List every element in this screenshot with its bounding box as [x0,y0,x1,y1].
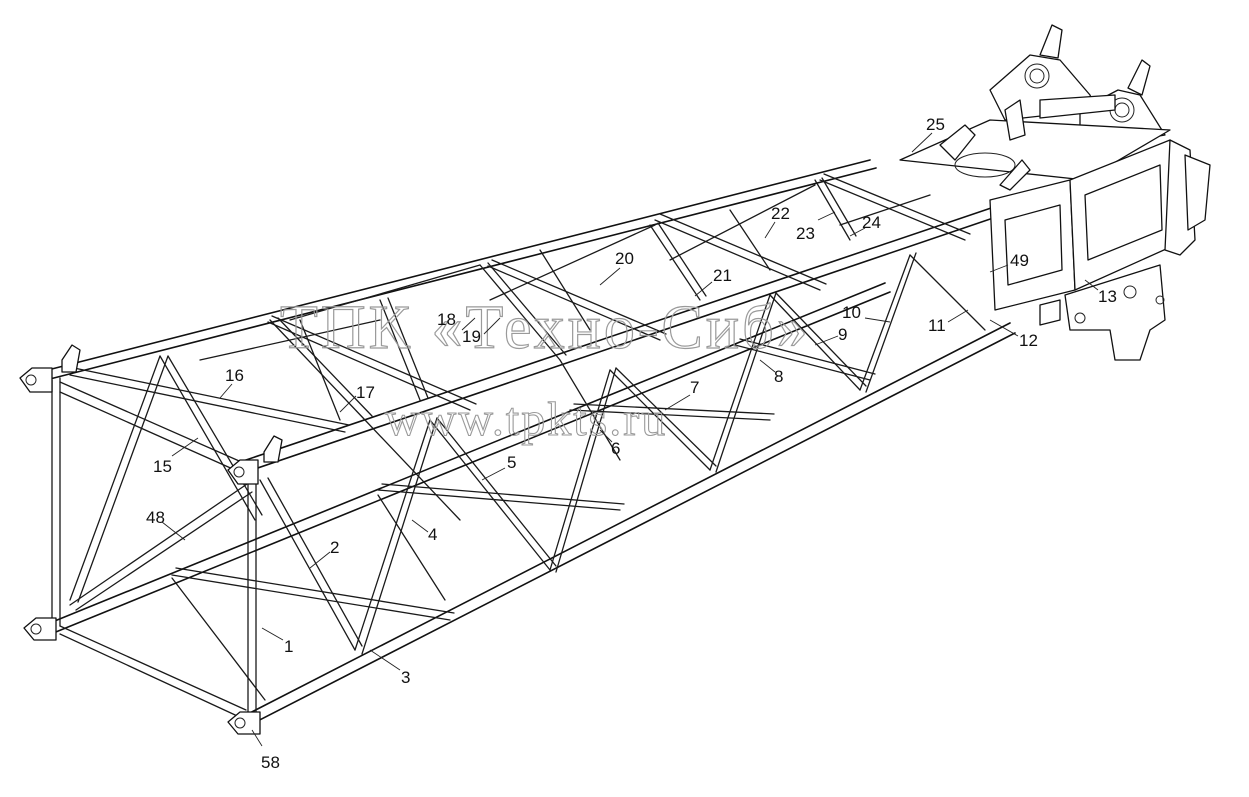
end-frame [51,377,257,721]
callout-2: 2 [330,538,339,557]
lug-bottom-front [227,711,261,735]
lug-top-front [227,435,283,485]
lug-bottom-back [23,617,57,641]
bottom-face-crossmembers [171,338,876,701]
callout-5: 5 [507,453,516,472]
callout-11: 11 [928,316,946,335]
watermark: ТПК «Техно-Сиб» www.tpkts.ru [279,293,811,446]
callout-48: 48 [146,508,165,527]
callout-16: 16 [225,366,244,385]
callout-19: 19 [462,327,481,346]
callout-4: 4 [428,525,437,544]
callout-8: 8 [774,367,783,386]
top-face-crossmembers [69,173,971,433]
watermark-line1: ТПК «Техно-Сиб» [280,294,811,362]
callout-13: 13 [1098,287,1117,306]
callout-25: 25 [926,115,945,134]
callout-18: 18 [437,310,456,329]
lug-top-back [19,344,81,393]
callout-labels: 1 2 3 4 5 6 7 8 9 10 11 12 13 15 16 17 1… [146,115,1117,772]
callout-9: 9 [838,325,847,344]
callout-58: 58 [261,753,280,772]
callout-3: 3 [401,668,410,687]
callout-1: 1 [284,637,293,656]
callout-12: 12 [1019,331,1038,350]
watermark-line2: www.tpkts.ru [385,393,667,446]
callout-10: 10 [842,303,861,322]
head-structure [899,24,1211,361]
callout-22: 22 [771,204,790,223]
callout-23: 23 [796,224,815,243]
callout-20: 20 [615,249,634,268]
callout-17: 17 [356,383,375,402]
callout-15: 15 [153,457,172,476]
leader-lines [161,132,1099,747]
callout-7: 7 [690,378,699,397]
main-chords [39,159,1016,728]
end-lugs [19,344,283,735]
callout-24: 24 [862,213,881,232]
callout-49: 49 [1010,251,1029,270]
lacing-front-face [259,252,986,655]
callout-6: 6 [611,439,620,458]
callout-21: 21 [713,266,732,285]
